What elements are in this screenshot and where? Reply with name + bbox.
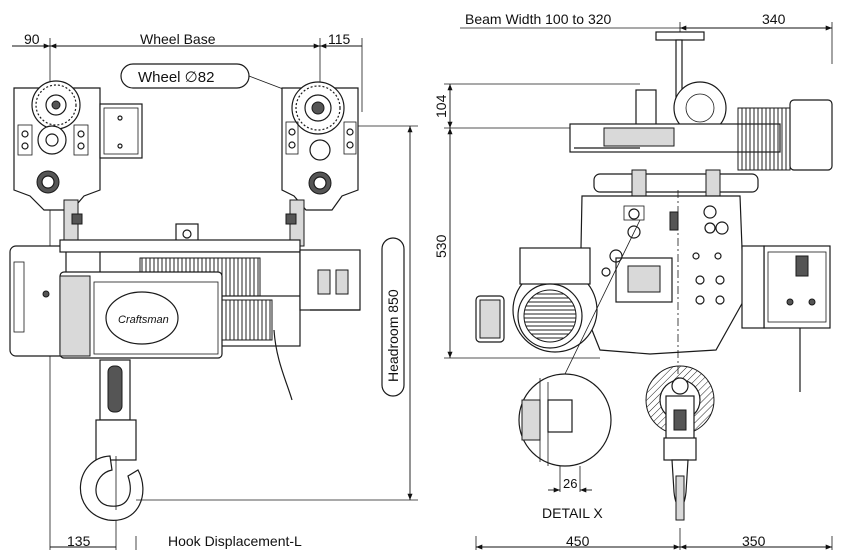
wheel-label: Wheel ∅82 [138,69,214,86]
motor-end-cover [9,245,67,357]
headroom-box [381,237,405,397]
dim-104: 104 [433,94,449,118]
brand-logo [105,291,179,345]
dim-right-offset: 115 [328,31,351,47]
headroom-label: Headroom 850 [385,289,401,382]
hook-displacement-label: Hook Displacement-L [168,533,302,549]
right-view: Beam Width 100 to 320 340 104 530 [433,11,833,550]
dim-left-offset: 90 [24,31,40,47]
left-cover-plate [99,103,143,159]
travel-motor [737,107,791,171]
dim-530: 530 [433,234,449,258]
brand-mark: Craftsman [118,314,169,326]
beam-flange-top [655,31,705,41]
detail-label: DETAIL X [542,505,603,521]
hook [79,455,144,521]
beam-width-label: Beam Width 100 to 320 [465,11,612,27]
dim-bottom-350: 350 [742,533,766,549]
dim-bottom-450: 450 [566,533,590,549]
dim-top-right: 340 [762,11,786,27]
detail-dim: 26 [563,476,577,491]
left-view: 90 Wheel Base 115 Wheel ∅82 [9,31,418,550]
dim-bottom-left: 135 [67,533,91,549]
dim-wheel-base: Wheel Base [140,31,216,47]
